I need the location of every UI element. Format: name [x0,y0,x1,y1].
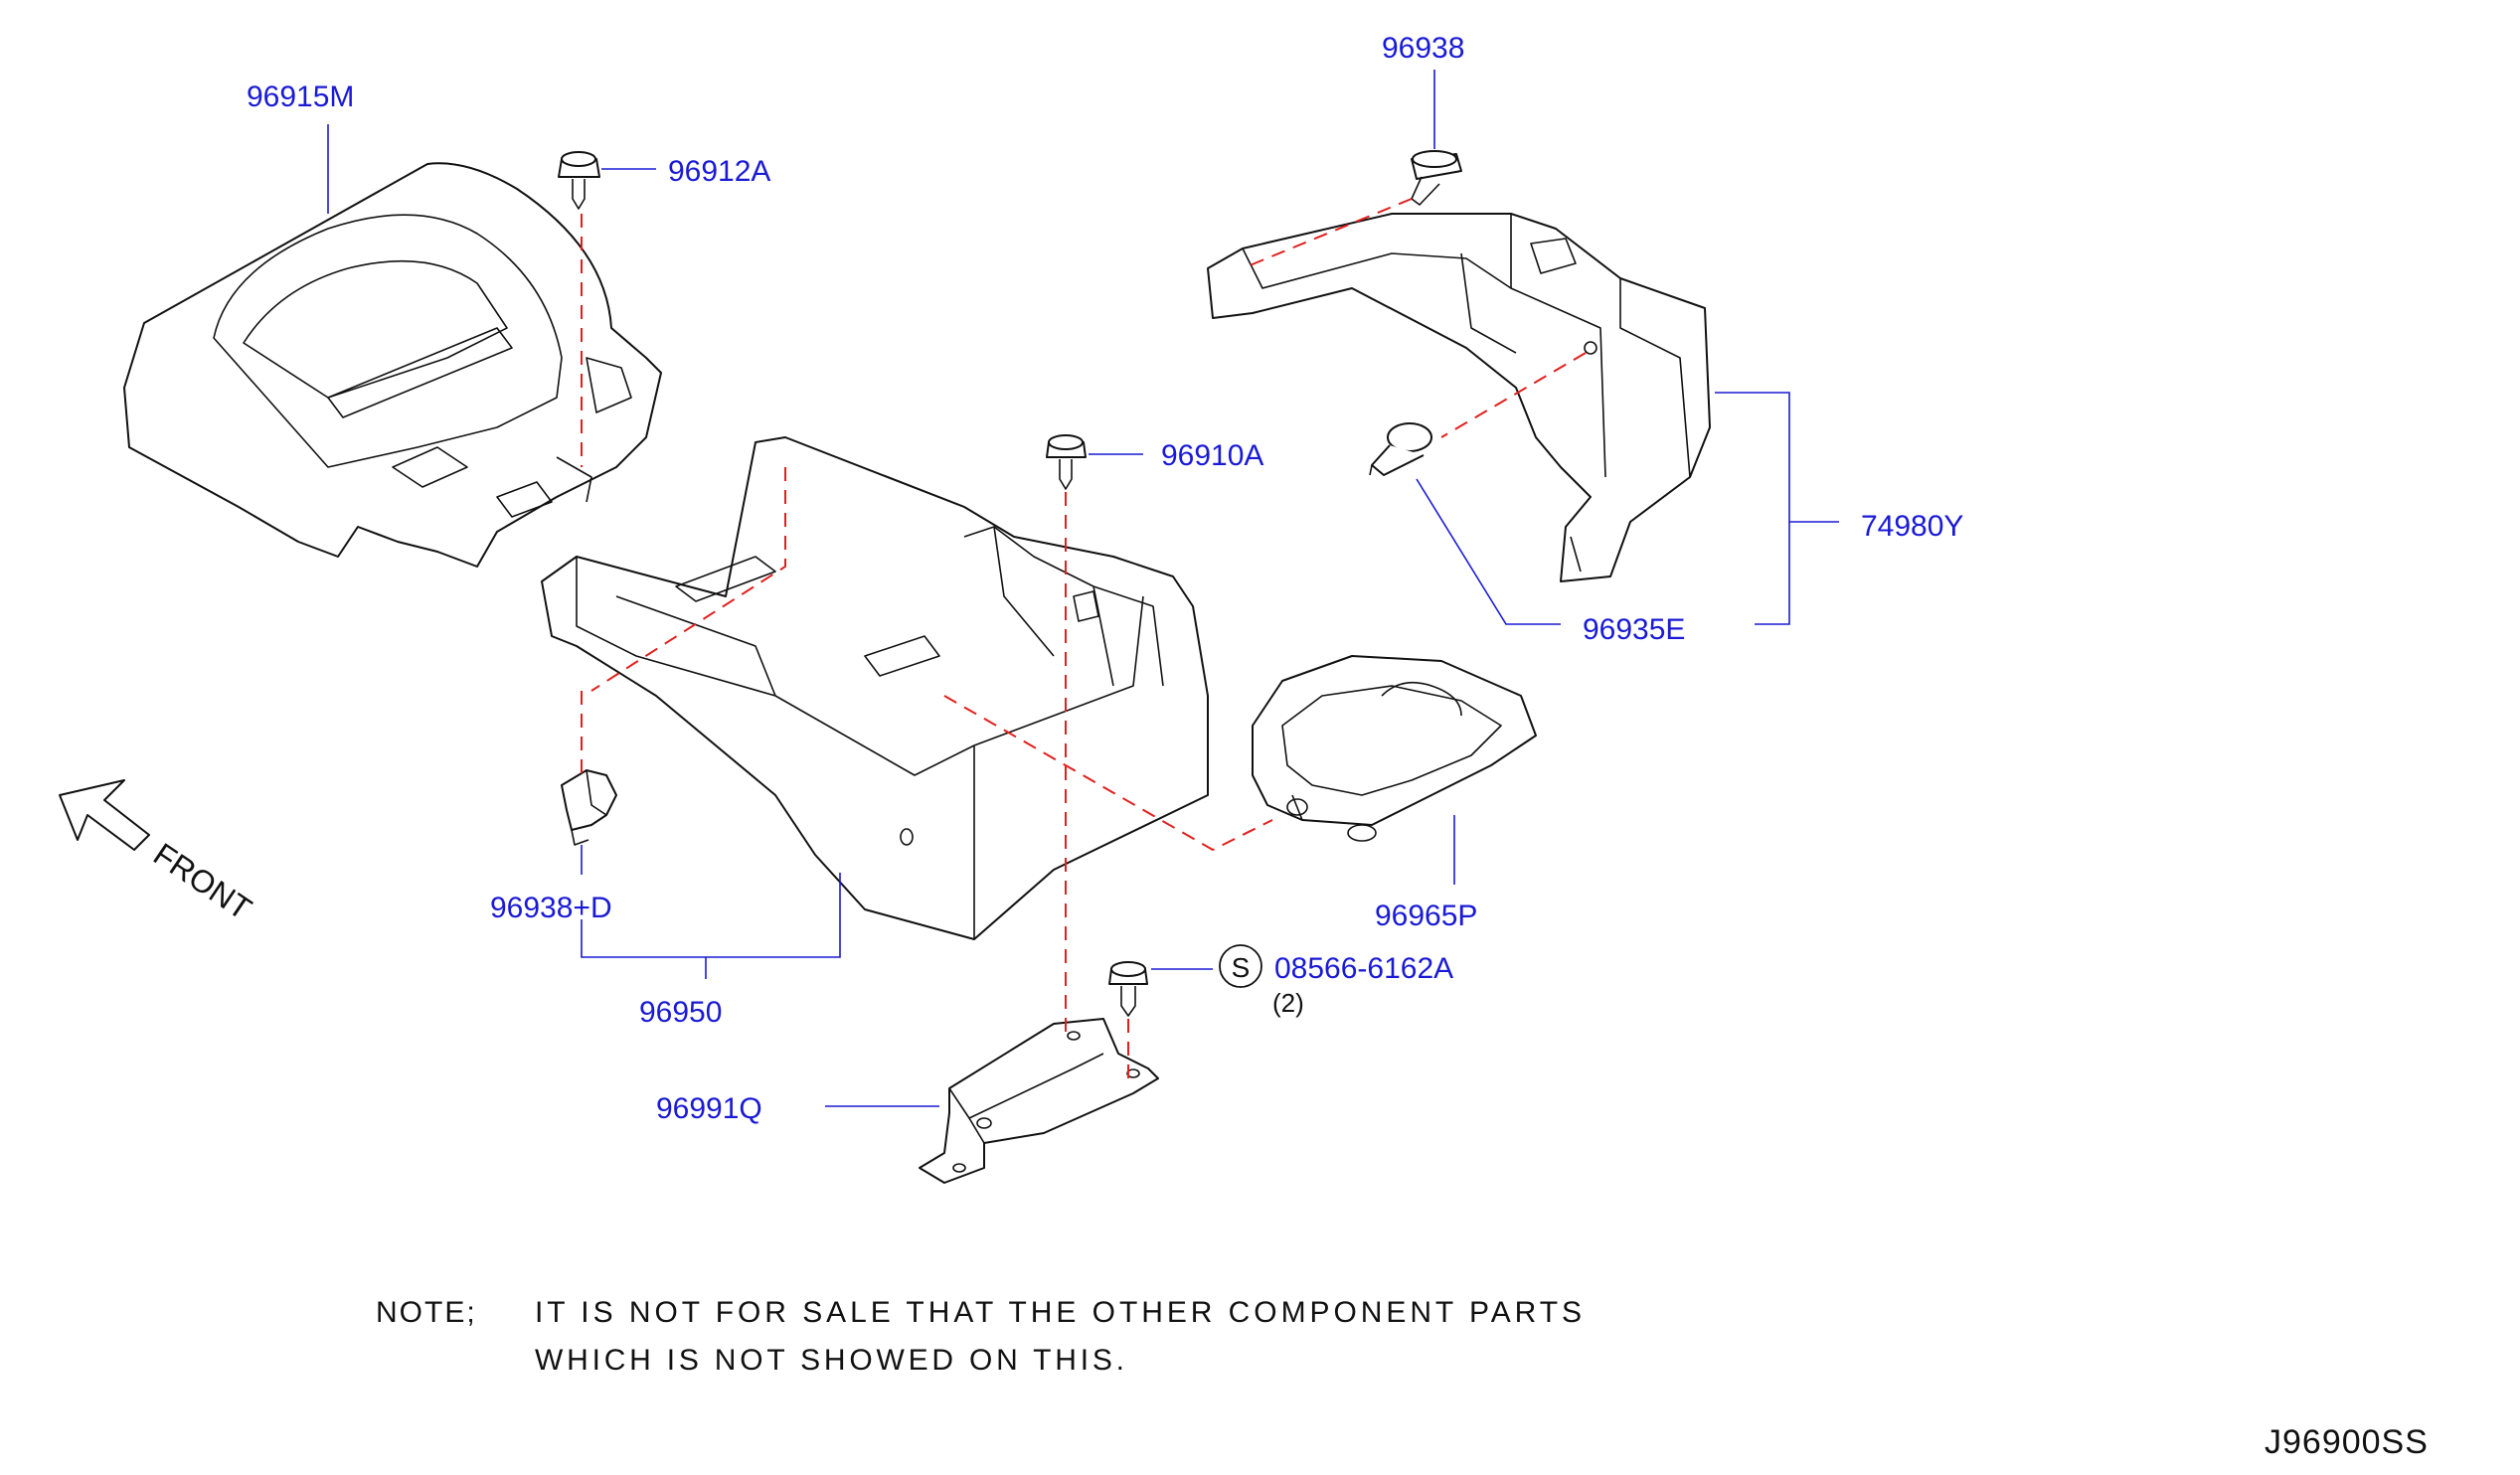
screw-96912A-icon [558,151,600,210]
label-74980Y: 74980Y [1861,510,1963,543]
label-96965P: 96965P [1375,900,1477,932]
label-quantity: (2) [1272,988,1304,1018]
note-prefix: NOTE; [376,1296,477,1329]
note-line-1: IT IS NOT FOR SALE THAT THE OTHER COMPON… [535,1296,1584,1329]
note-line-2: WHICH IS NOT SHOWED ON THIS. [535,1344,1126,1377]
label-96938: 96938 [1382,32,1464,65]
front-arrow-icon [59,779,150,851]
clip-96938-icon [1411,150,1462,206]
label-08566-6162A: 08566-6162A [1274,952,1453,985]
label-96950: 96950 [639,996,722,1029]
assembly-dashed-lines [581,198,1587,1078]
bracket-74980Y-part [1207,213,1711,582]
bolt-08566-icon [1108,961,1148,1017]
label-96912A: 96912A [668,155,770,188]
label-96910A: 96910A [1161,439,1263,472]
label-96935E: 96935E [1583,613,1685,646]
clip-96935E-icon [1369,422,1432,476]
cup-holder-96965P-part [1252,655,1537,842]
label-96938D: 96938+D [490,892,612,924]
standard-part-marker-letter: S [1232,952,1251,983]
screw-96910A-icon [1046,434,1087,490]
bracket-96991Q-part [919,1018,1159,1184]
diagram-code: J96900SS [2265,1423,2429,1461]
label-96991Q: 96991Q [656,1092,762,1125]
label-96915M: 96915M [247,81,354,113]
console-body-part [541,436,1209,940]
clip-96938D-icon [561,769,617,846]
front-label: FRONT [147,836,257,926]
standard-part-marker-icon [1219,944,1262,988]
console-lid-part [123,162,662,568]
leader-lines [327,70,1839,1107]
